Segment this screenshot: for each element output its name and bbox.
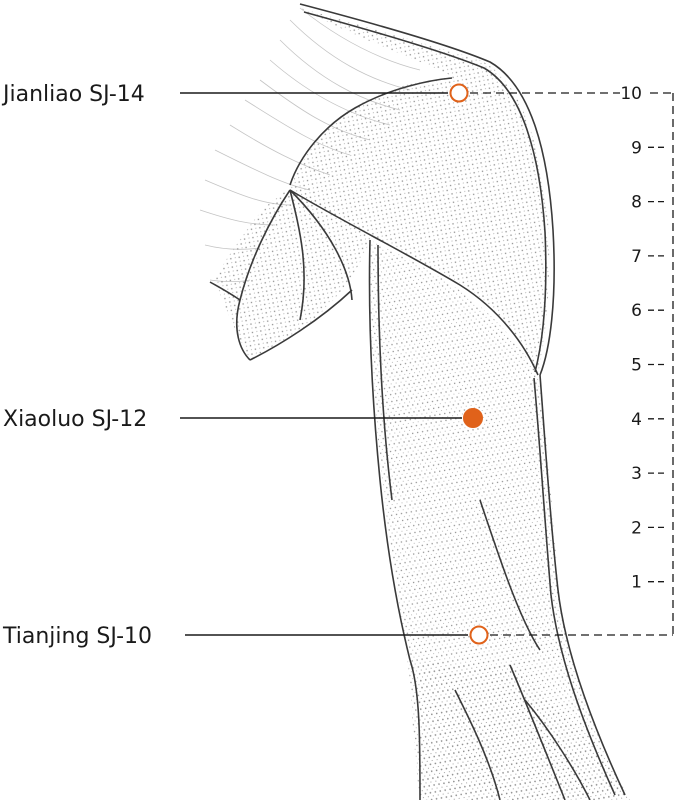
scale-number-8: 8 xyxy=(631,193,642,213)
acupoint-marker-tianjing[interactable] xyxy=(469,625,489,645)
arm-illustration xyxy=(199,3,630,800)
acupoint-marker-xiaoluo[interactable] xyxy=(463,408,483,428)
arm-contours xyxy=(209,3,626,800)
scale-number-10: 10 xyxy=(620,84,642,104)
scale-number-4: 4 xyxy=(631,410,642,430)
scale-number-6: 6 xyxy=(631,301,642,321)
deltoid-muscle xyxy=(290,8,550,375)
scale-number-3: 3 xyxy=(631,464,642,484)
scale-number-7: 7 xyxy=(631,247,642,267)
point-label-tianjing: Tianjing SJ-10 xyxy=(2,624,152,649)
scale-number-2: 2 xyxy=(631,518,642,538)
scale-number-5: 5 xyxy=(631,356,642,376)
point-label-xiaoluo: Xiaoluo SJ-12 xyxy=(3,407,147,432)
scale-number-1: 1 xyxy=(631,573,642,593)
forearm xyxy=(418,660,630,800)
leader-lines xyxy=(180,92,468,636)
shoulder-fibers xyxy=(199,7,421,282)
scapula-region xyxy=(215,190,370,360)
scale-number-9: 9 xyxy=(631,138,642,158)
acupoint-marker-jianliao[interactable] xyxy=(449,83,469,103)
point-label-jianliao: Jianliao SJ-14 xyxy=(1,82,145,107)
proportional-scale: 10 9 8 7 6 5 4 3 2 1 xyxy=(470,84,674,636)
scale-ticks: 10 9 8 7 6 5 4 3 2 1 xyxy=(620,84,664,593)
